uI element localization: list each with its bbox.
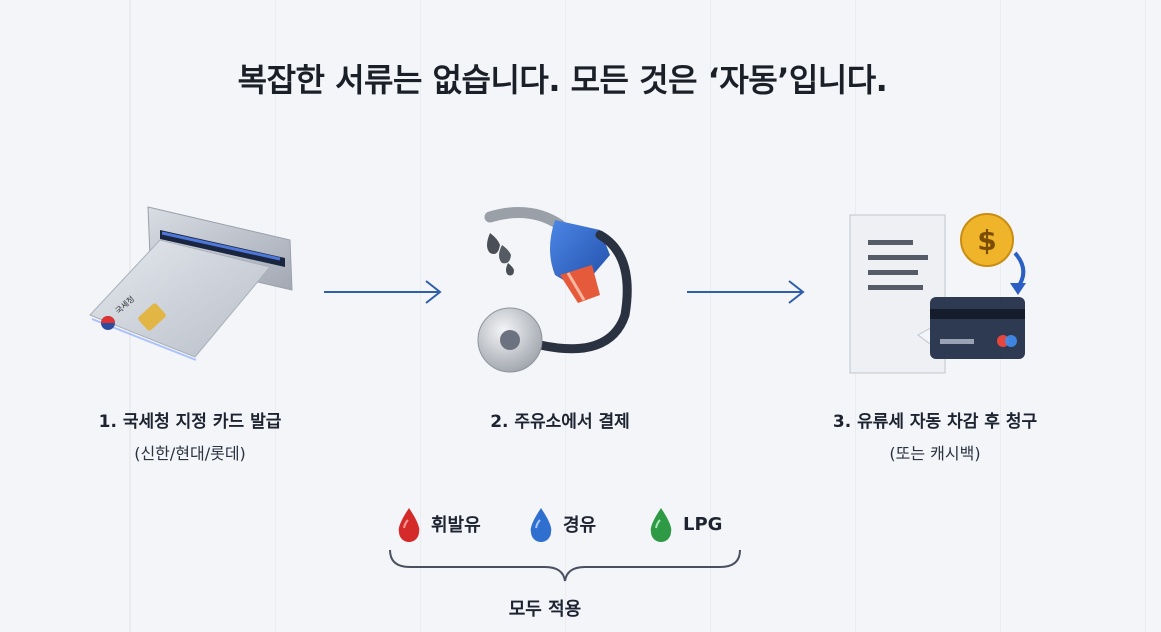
dollar-icon: $ — [977, 224, 996, 257]
fuel-name: LPG — [683, 514, 722, 535]
fuel-name: 경유 — [563, 511, 596, 537]
page-title: 복잡한 서류는 없습니다. 모든 것은 ‘자동’입니다. — [0, 55, 1125, 101]
step-3-sub: (또는 캐시백) — [790, 440, 1080, 464]
arrow-1 — [322, 277, 447, 307]
curly-brace — [385, 545, 745, 585]
fuel-diesel: 경유 — [527, 506, 596, 542]
step-1-label: 1. 국세청 지정 카드 발급 — [60, 407, 320, 432]
fuel-lpg: LPG — [647, 506, 722, 542]
red-drop-icon — [395, 506, 423, 542]
receipt-cashback-icon: $ — [830, 205, 1040, 380]
step-3-label: 3. 유류세 자동 차감 후 청구 — [790, 407, 1080, 432]
fuel-name: 휘발유 — [431, 511, 481, 537]
applies-to-all-label: 모두 적용 — [470, 595, 620, 621]
arrow-2 — [685, 277, 810, 307]
fuel-nozzle-icon — [460, 195, 660, 380]
step-2-label: 2. 주유소에서 결제 — [435, 407, 685, 432]
card-reader-icon: 국세청 — [80, 195, 310, 370]
blue-drop-icon — [527, 506, 555, 542]
fuel-gasoline: 휘발유 — [395, 506, 481, 542]
green-drop-icon — [647, 506, 675, 542]
step-1-sub: (신한/현대/롯데) — [60, 440, 320, 464]
